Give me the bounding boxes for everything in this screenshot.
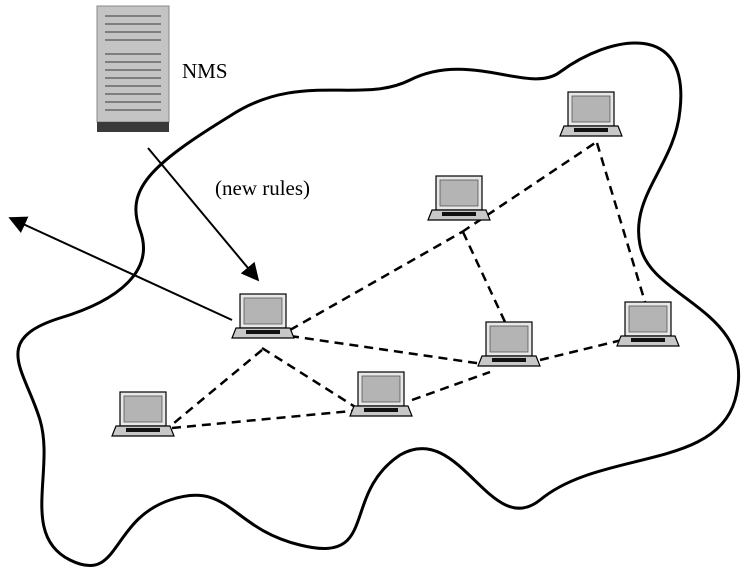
link-center-mid — [289, 334, 491, 367]
link-topright-right — [595, 142, 647, 303]
laptop-icon — [477, 321, 541, 367]
laptop-icon — [559, 91, 623, 137]
link-left-bottommid — [171, 408, 363, 430]
network-links — [167, 141, 647, 430]
laptop-icon — [349, 371, 413, 417]
link-topmid-topright — [461, 141, 596, 234]
link-center-topmid — [289, 230, 463, 332]
laptop-icon — [616, 301, 680, 347]
link-center-bottommid — [261, 346, 361, 412]
new-rules-label: (new rules) — [215, 176, 310, 200]
nms-label: NMS — [182, 59, 228, 83]
laptop-icon — [231, 293, 295, 339]
link-mid-right — [539, 338, 623, 362]
laptop-icon — [427, 175, 491, 221]
link-center-left — [167, 349, 263, 429]
link-bottommid-mid — [411, 370, 491, 402]
laptop-icon — [111, 391, 175, 437]
server-icon — [96, 5, 170, 132]
nms-command-arrow — [147, 147, 260, 282]
network-cloud-boundary — [16, 41, 741, 568]
link-topmid-mid — [461, 231, 507, 323]
outbound-arrow — [8, 216, 233, 321]
